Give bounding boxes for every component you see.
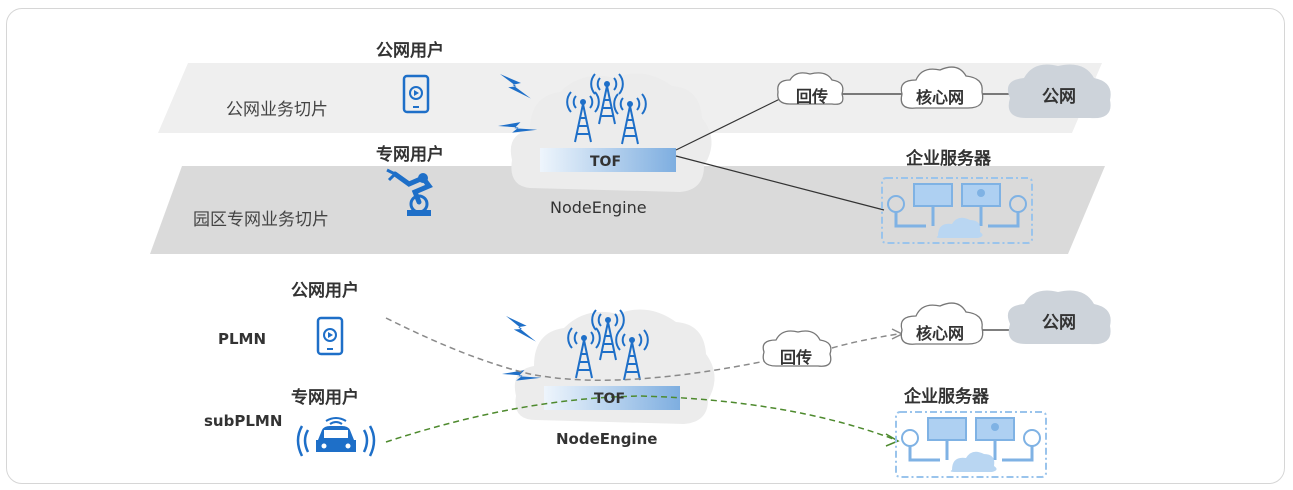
lightning-icon	[502, 316, 540, 342]
public-user-label: 公网用户	[376, 41, 444, 61]
plmn-dashed-path	[385, 317, 781, 381]
cloud-icon	[900, 66, 984, 109]
cloud-icon	[1007, 64, 1111, 119]
tof-bar	[540, 148, 676, 172]
node-engine-label: NodeEngine	[556, 430, 658, 448]
cloud-icon	[1007, 290, 1111, 345]
backhaul-label: 回传	[780, 348, 813, 367]
cloud-icon	[777, 72, 844, 105]
public-network-label: 公网	[1042, 87, 1076, 107]
private-user-label: 专网用户	[291, 388, 359, 408]
tof-label: TOF	[590, 154, 622, 170]
park-slice-band	[150, 166, 1105, 254]
plmn-label: PLMN	[218, 330, 267, 348]
subplmn-dashed-path	[385, 395, 897, 443]
core-network-label: 核心网	[916, 324, 965, 343]
public-slice-label: 公网业务切片	[226, 100, 328, 120]
subplmn-label: subPLMN	[204, 412, 283, 430]
enterprise-server-label: 企业服务器	[906, 149, 991, 169]
server-network-icon	[894, 410, 1048, 479]
cloud-icon	[762, 330, 832, 367]
tof-bar	[544, 386, 680, 410]
link-line	[675, 155, 885, 211]
backhaul-label: 回传	[796, 87, 829, 106]
cloud-icon	[900, 302, 984, 345]
backhaul-to-core-dashed-path	[831, 333, 899, 349]
robot-arm-icon	[386, 168, 433, 216]
tablet-icon	[316, 316, 344, 356]
core-network-label: 核心网	[916, 88, 965, 107]
node-engine-label: NodeEngine	[550, 198, 647, 217]
link-line	[675, 93, 791, 151]
public-user-label: 公网用户	[291, 281, 359, 301]
public-network-label: 公网	[1042, 313, 1076, 333]
tof-label: TOF	[594, 391, 626, 407]
park-slice-label: 园区专网业务切片	[193, 210, 329, 230]
diagram-frame	[6, 8, 1285, 484]
car-wireless-icon	[296, 417, 376, 457]
enterprise-server-label: 企业服务器	[904, 387, 989, 407]
private-user-label: 专网用户	[376, 145, 444, 165]
